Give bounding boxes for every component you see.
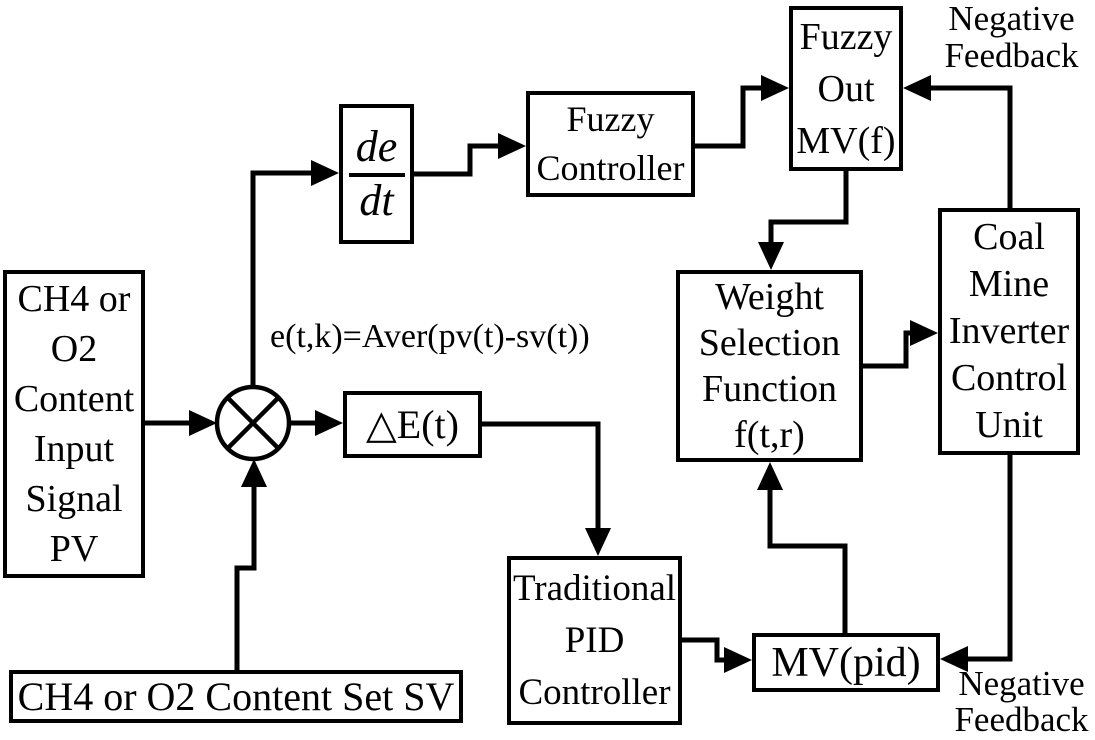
- block-pv-input-label: CH4 or O2 Content Input Signal PV: [13, 278, 135, 570]
- block-weight-selection-label: Weight Selection Function f(t,r): [698, 276, 841, 456]
- block-pv-input: CH4 or O2 Content Input Signal PV: [3, 270, 145, 578]
- arrowhead-right-icon: [498, 133, 526, 159]
- block-coal-mine-unit-label: Coal Mine Inverter Control Unit: [948, 216, 1070, 446]
- block-fuzzy-out: Fuzzy Out MV(f): [789, 6, 903, 171]
- connector-fuzzy-controller-to-fuzzy-out: [695, 75, 789, 149]
- arrowhead-up-icon: [241, 459, 267, 487]
- connector-derivative-to-fuzzy-controller: [414, 133, 526, 177]
- arrowhead-right-icon: [724, 647, 752, 673]
- fraction-bar: [348, 173, 405, 177]
- connector-weight-selection-to-coal-unit: [863, 320, 938, 369]
- connector-pv-to-junction: [145, 410, 217, 436]
- block-pid-controller-label: Traditional PID Controller: [512, 567, 677, 713]
- block-fuzzy-out-label: Fuzzy Out MV(f): [796, 15, 896, 162]
- arrowhead-right-icon: [910, 320, 938, 346]
- connector-junction-to-derivative: [250, 160, 339, 387]
- negative-feedback-top-text: Negative Feedback: [944, 0, 1079, 75]
- block-sv-set-label: CH4 or O2 Content Set SV: [17, 674, 455, 719]
- connector-delta-e-to-pid: [482, 421, 611, 556]
- summing-junction-cross-line: [226, 396, 280, 450]
- arrowhead-up-icon: [757, 462, 783, 490]
- block-mv-pid-label: MV(pid): [771, 639, 921, 686]
- block-fuzzy-controller: Fuzzy Controller: [526, 91, 695, 197]
- block-delta-e-label: △E(t): [366, 402, 459, 447]
- block-mv-pid: MV(pid): [752, 633, 940, 692]
- block-delta-e: △E(t): [343, 391, 482, 458]
- arrowhead-down-icon: [758, 242, 784, 270]
- arrowhead-right-icon: [761, 75, 789, 101]
- connector-sv-to-junction: [234, 459, 267, 672]
- block-derivative: de dt: [339, 104, 414, 244]
- arrowhead-down-icon: [585, 528, 611, 556]
- derivative-denominator: dt: [359, 176, 394, 225]
- connector-pid-to-mv-pid: [682, 637, 752, 673]
- derivative-fraction: de dt: [348, 121, 405, 225]
- arrowhead-right-icon: [311, 160, 339, 186]
- connector-junction-to-delta-e: [289, 410, 343, 436]
- arrowhead-right-icon: [315, 410, 343, 436]
- connector-fuzzy-out-to-weight-selection: [758, 171, 849, 270]
- connector-coal-unit-to-fuzzy-out-feedback: [903, 75, 1013, 208]
- block-coal-mine-unit: Coal Mine Inverter Control Unit: [938, 208, 1080, 455]
- arrowhead-right-icon: [189, 410, 217, 436]
- connector-mv-pid-to-weight-selection: [757, 462, 848, 633]
- connector-coal-unit-to-mv-pid-feedback: [940, 455, 1013, 672]
- error-equation-text: e(t,k)=Aver(pv(t)-sv(t)): [270, 318, 590, 355]
- block-sv-set: CH4 or O2 Content Set SV: [9, 670, 463, 723]
- derivative-numerator: de: [355, 121, 398, 171]
- arrowhead-left-icon: [940, 646, 968, 672]
- negative-feedback-bottom-text: Negative Feedback: [954, 664, 1089, 739]
- block-pid-controller: Traditional PID Controller: [507, 556, 682, 725]
- summing-junction: [214, 384, 292, 462]
- arrowhead-left-icon: [903, 75, 931, 101]
- block-fuzzy-controller-label: Fuzzy Controller: [536, 99, 685, 188]
- block-weight-selection: Weight Selection Function f(t,r): [676, 270, 863, 462]
